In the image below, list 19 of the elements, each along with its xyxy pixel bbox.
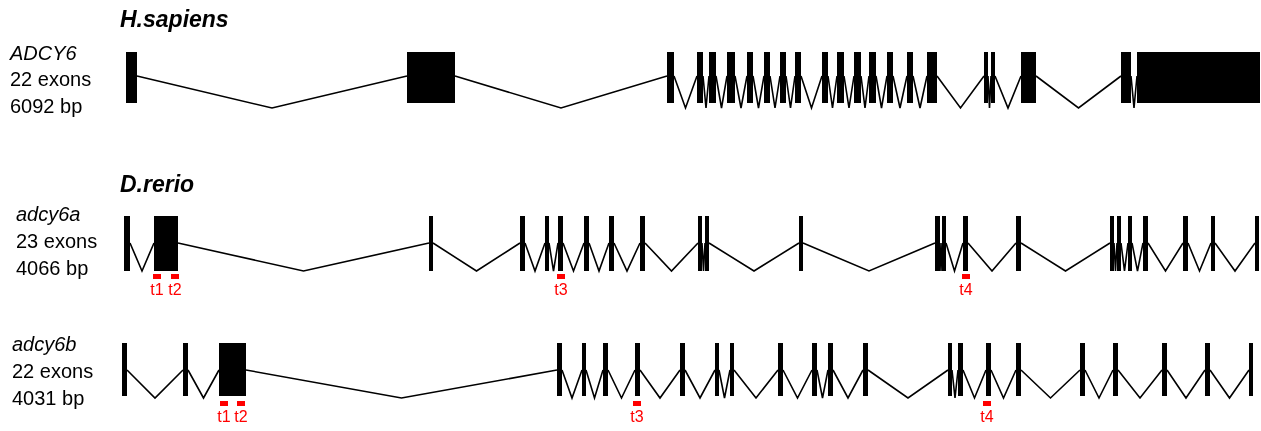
- site-label: t4: [980, 409, 994, 425]
- gene-name: adcy6a: [16, 204, 81, 224]
- gene-stat: 4066 bp: [16, 258, 89, 278]
- site-label: t2: [168, 282, 182, 298]
- gene-stat: 22 exons: [10, 69, 92, 89]
- gene-stat: 23 exons: [16, 231, 98, 251]
- gene-name: ADCY6: [10, 43, 77, 63]
- site-label: t3: [554, 282, 568, 298]
- site-label: t4: [959, 282, 973, 298]
- gene-name: adcy6b: [12, 334, 77, 354]
- gene-stat: 22 exons: [12, 361, 94, 381]
- species-heading: H.sapiens: [120, 8, 229, 31]
- site-label: t1: [217, 409, 231, 425]
- site-label: t1: [150, 282, 164, 298]
- species-heading: D.rerio: [120, 173, 195, 196]
- site-label: t3: [630, 409, 644, 425]
- site-label: t2: [234, 409, 248, 425]
- gene-stat: 6092 bp: [10, 96, 83, 116]
- gene-stat: 4031 bp: [12, 388, 85, 408]
